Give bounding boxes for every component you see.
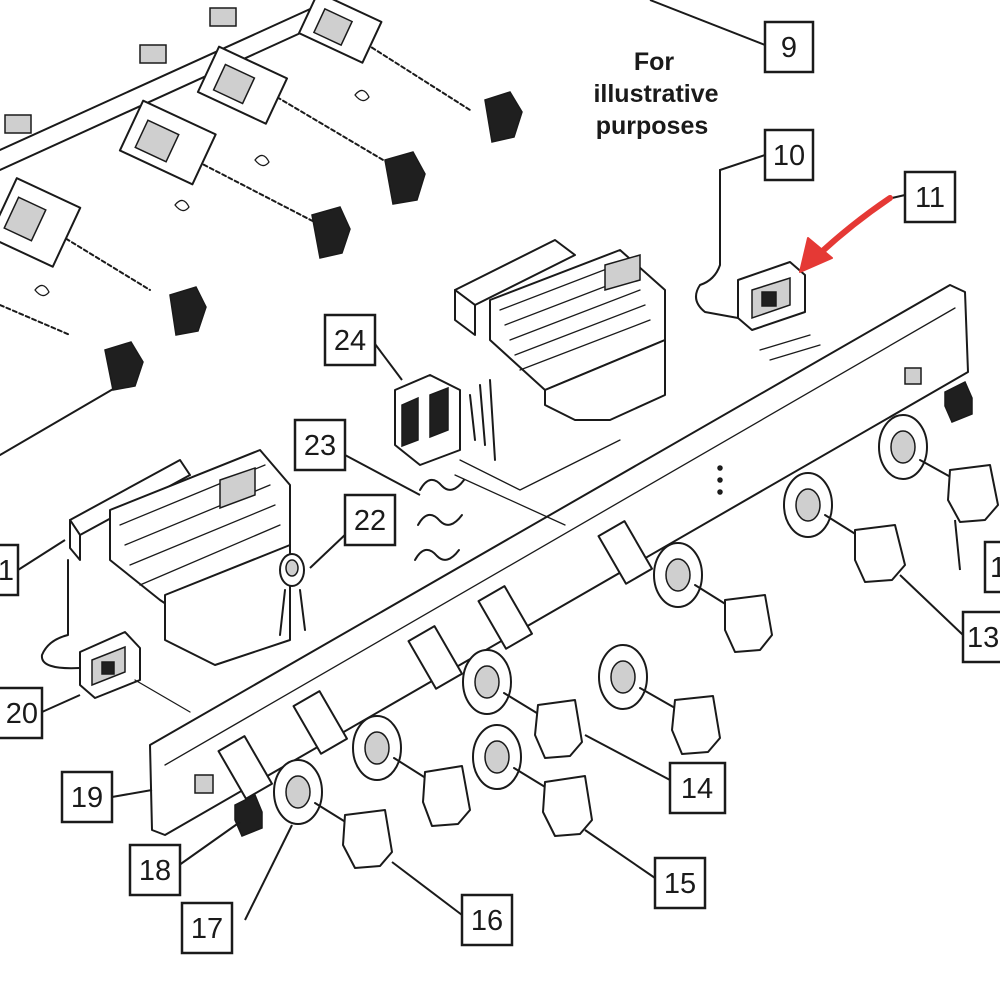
callout-15: 15: [653, 856, 707, 910]
part-21-front-switch-bank: [69, 449, 291, 666]
callout-20: 20: [0, 686, 44, 740]
clip-hardware: [4, 7, 370, 297]
note-line-3: purposes: [596, 112, 709, 140]
part-23-wire-clips: [414, 479, 465, 561]
wiring: [134, 439, 621, 713]
note-line-1: For: [634, 48, 675, 76]
callout-13: 13: [961, 610, 1000, 664]
callout-16: 16: [460, 893, 514, 947]
knob-set: [597, 520, 773, 653]
callout-11: 11: [903, 170, 957, 224]
panel-screw: [717, 465, 723, 495]
callout-21: 21: [0, 543, 20, 597]
callout-label: 21: [0, 555, 14, 587]
control-panel-rail: [149, 284, 969, 836]
callout-label: 19: [71, 782, 103, 814]
callout-19: 19: [60, 770, 114, 824]
callout-label: 13: [967, 622, 999, 654]
igniter-bracket: [104, 91, 523, 391]
threaded-rods: [0, 39, 471, 336]
valve-body: [297, 0, 383, 64]
part-24-terminal-block: [394, 374, 496, 466]
knob-set: [472, 724, 593, 837]
callout-label: 14: [681, 773, 713, 805]
callout-label: 12: [990, 552, 1000, 584]
callout-17: 17: [180, 901, 234, 955]
callout-label: 11: [915, 182, 945, 214]
callout-22: 22: [343, 493, 397, 547]
knob-set: [292, 690, 471, 827]
callout-label: 17: [191, 913, 223, 945]
part-11-indicator-switch: [737, 261, 821, 361]
knob-set: [477, 585, 721, 755]
part-20-indicator-light: [40, 559, 141, 699]
callout-label: 24: [334, 325, 366, 357]
valve-body: [196, 45, 289, 125]
callout-23: 23: [293, 418, 347, 472]
knob-set: [878, 414, 999, 523]
callout-12: 12: [983, 540, 1000, 594]
valve-body: [0, 177, 82, 268]
knob-set: [217, 735, 393, 869]
callout-label: 20: [6, 698, 38, 730]
valve-body: [118, 99, 217, 186]
callout-label: 23: [304, 430, 336, 462]
callout-label: 15: [664, 868, 696, 900]
upper-valve-assembly: [0, 0, 523, 456]
callout-24: 24: [323, 313, 377, 367]
callout-label: 16: [471, 905, 503, 937]
callout-label: 9: [781, 32, 797, 64]
part-18-switch: [234, 380, 973, 837]
callout-label: 18: [139, 855, 171, 887]
note-line-2: illustrative: [593, 80, 718, 108]
callout-9: 9: [763, 20, 815, 74]
callout-label: 22: [354, 505, 386, 537]
highlight-arrow: [799, 195, 893, 273]
callout-leaders: [17, 0, 964, 921]
knob-set: [407, 625, 583, 759]
rear-switch-bank: [454, 199, 739, 421]
part-22-component: [279, 553, 306, 636]
knob-set: [783, 472, 906, 583]
callout-18: 18: [128, 843, 182, 897]
callout-10: 10: [763, 128, 815, 182]
illustrative-note: For illustrative purposes: [593, 48, 718, 140]
callout-14: 14: [668, 761, 727, 815]
callout-label: 10: [773, 140, 805, 172]
